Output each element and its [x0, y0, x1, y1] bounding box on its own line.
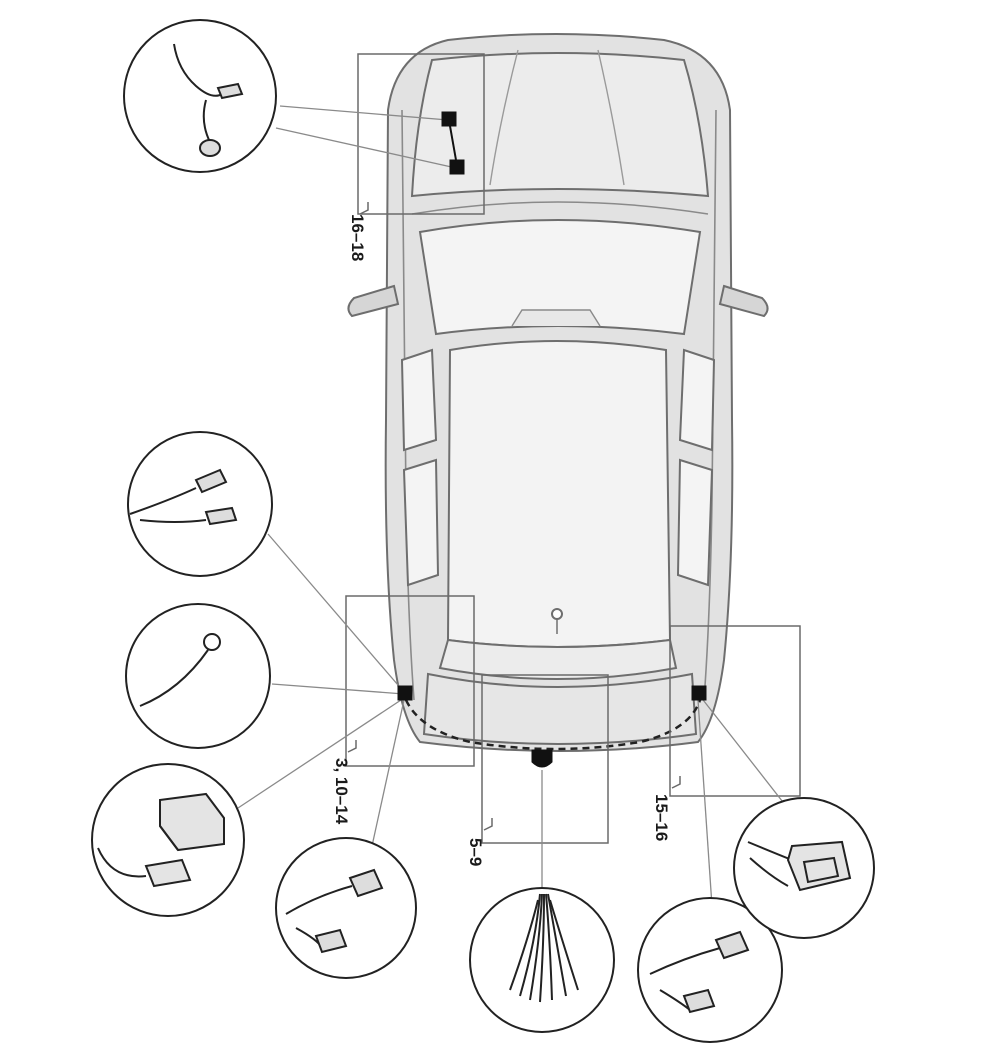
wire-with-connector-icon: [173, 43, 244, 157]
callout-frames: [345, 53, 801, 844]
bonnet-crease-right: [597, 49, 625, 186]
electronic-module-icon: [97, 792, 225, 888]
frame-rear-left: [345, 595, 475, 767]
side-window-rear-left: [402, 458, 440, 587]
multi-pin-plug-icon: [649, 930, 750, 1014]
antenna-icon: [551, 608, 563, 620]
detail-views: [91, 19, 875, 1043]
multi-pin-plug-icon: [285, 868, 384, 954]
detail-ring-terminal: [125, 603, 271, 749]
spade-terminals-icon: [129, 468, 238, 526]
mirror-right: [718, 284, 769, 318]
connector-rear-left: [397, 685, 413, 701]
tow-socket-icon: [531, 749, 553, 768]
leader-lines: [237, 105, 787, 907]
windshield: [418, 219, 702, 336]
bumper-wiring: [404, 699, 702, 751]
detail-spade-terminals: [127, 431, 273, 577]
loose-wire-bundle-icon: [509, 893, 579, 1003]
bonnet-crease-left: [489, 49, 519, 186]
detail-front-connector: [123, 19, 277, 173]
bonnet: [410, 52, 710, 198]
callout-label-rear-right: 15–16: [652, 794, 671, 841]
connector-front-2: [449, 159, 465, 175]
frame-rear-center: [481, 674, 609, 844]
windshield-frame: [411, 201, 709, 215]
mirror-left: [347, 284, 400, 318]
detail-socket-housing: [733, 797, 875, 939]
side-window-rear-right: [676, 458, 714, 587]
connector-markers: [397, 111, 707, 768]
detail-wire-bundle: [469, 887, 615, 1033]
side-window-front-right: [678, 348, 716, 452]
tailgate: [422, 672, 698, 745]
detail-right-plug: [637, 897, 783, 1043]
callout-label-front-left: 16–18: [348, 214, 367, 261]
roof-vent: [511, 309, 601, 327]
detail-left-plug: [275, 837, 417, 979]
ring-terminal-icon: [139, 633, 221, 707]
car-top-view: [347, 33, 769, 752]
connector-front-1: [441, 111, 457, 127]
frame-front-left: [357, 53, 485, 215]
rear-window: [438, 638, 678, 680]
connector-rear-right: [691, 685, 707, 701]
roof: [446, 340, 672, 648]
callout-label-rear-center: 5–9: [466, 838, 485, 866]
callout-label-rear-left: 3, 10–14: [332, 758, 351, 825]
socket-housing-icon: [747, 840, 852, 892]
side-window-front-left: [400, 348, 438, 452]
frame-rear-right: [669, 625, 801, 797]
detail-control-module: [91, 763, 245, 917]
